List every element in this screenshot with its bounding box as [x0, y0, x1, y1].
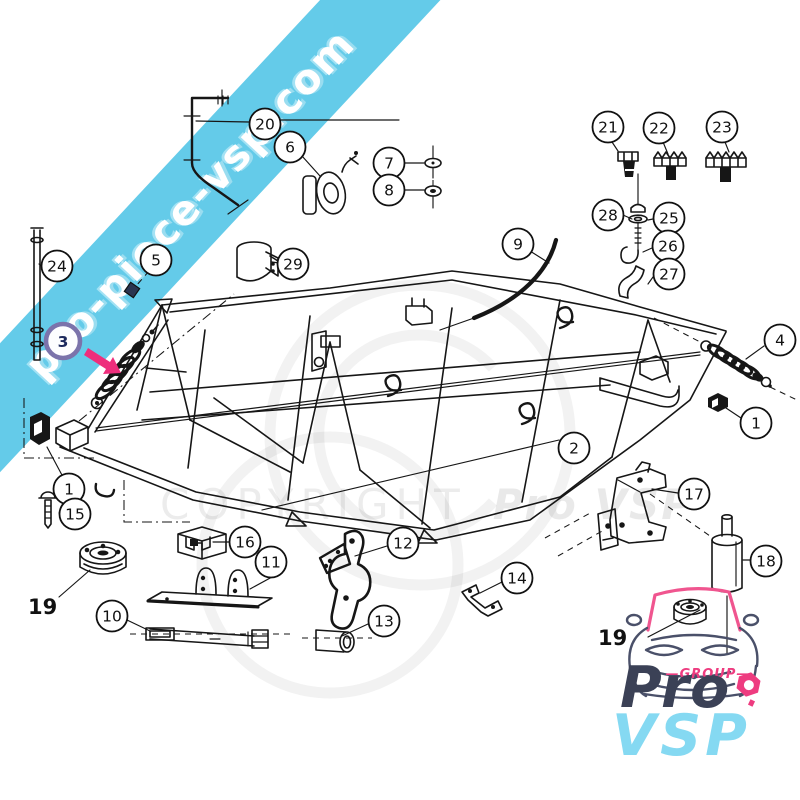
- svg-text:11: 11: [261, 554, 281, 572]
- part-23-drawing: [705, 151, 747, 182]
- part-29-drawing: [236, 241, 279, 282]
- part-15-drawing: [38, 491, 58, 529]
- callout-12: 12: [386, 526, 420, 560]
- part-24-drawing: [30, 227, 44, 361]
- callout-2: 2: [557, 431, 591, 465]
- callout-25: 25: [652, 201, 686, 235]
- svg-text:3: 3: [58, 333, 69, 351]
- part-22-drawing: [653, 151, 687, 180]
- part-17-drawing: [544, 461, 711, 557]
- part-5-drawing: [123, 281, 141, 299]
- part-20-drawing: [183, 89, 400, 215]
- svg-text:2: 2: [569, 440, 579, 458]
- part-13-drawing: [302, 629, 372, 653]
- svg-text:9: 9: [513, 236, 523, 254]
- chassis-frame-drawing: [55, 237, 727, 544]
- callout-20: 20: [248, 107, 282, 141]
- svg-text:12: 12: [393, 535, 413, 553]
- svg-text:15: 15: [65, 506, 85, 524]
- callout-23: 23: [705, 110, 739, 144]
- callout-11: 11: [254, 545, 288, 579]
- callout-6: 6: [273, 130, 307, 164]
- callout-1-right: 1: [739, 406, 773, 440]
- svg-text:26: 26: [658, 238, 678, 256]
- svg-text:13: 13: [374, 613, 394, 631]
- part-12-drawing: [318, 529, 372, 630]
- callout-26: 26: [651, 229, 685, 263]
- leader-lines: [38, 120, 765, 637]
- callout-24: 24: [40, 249, 74, 283]
- svg-text:27: 27: [659, 266, 679, 284]
- part-1-right-drawing: [708, 393, 728, 412]
- svg-text:5: 5: [151, 252, 161, 270]
- callout-13: 13: [367, 604, 401, 638]
- logo-group-text: —GROUP—: [665, 667, 751, 682]
- part-8-drawing: [424, 180, 442, 209]
- svg-text:10: 10: [102, 608, 122, 626]
- svg-text:1: 1: [751, 415, 761, 433]
- callout-16: 16: [228, 525, 262, 559]
- logo-pro-text: Pro: [620, 655, 731, 721]
- callout-28: 28: [591, 198, 625, 232]
- callout-15: 15: [58, 497, 92, 531]
- callout-5: 5: [139, 243, 173, 277]
- svg-text:28: 28: [598, 207, 618, 225]
- svg-text:4: 4: [775, 332, 785, 350]
- callout-10: 10: [95, 599, 129, 633]
- svg-text:29: 29: [283, 256, 303, 274]
- part-6-drawing: [302, 151, 359, 215]
- svg-text:1: 1: [64, 481, 74, 499]
- part-19-right-drawing: [647, 598, 707, 638]
- part-19-left-drawing: [79, 541, 127, 575]
- part-14-drawing: [461, 584, 503, 617]
- callout-18: 18: [749, 544, 783, 578]
- part-10-drawing: [130, 627, 292, 649]
- svg-text:23: 23: [712, 119, 732, 137]
- callout-22: 22: [642, 111, 676, 145]
- part-18-drawing: [711, 513, 743, 655]
- copyright-text: COPYRIGHT: [160, 480, 467, 529]
- label-19-right: 19: [598, 626, 627, 650]
- svg-text:14: 14: [507, 570, 527, 588]
- part-7-drawing: [424, 145, 442, 179]
- svg-text:8: 8: [384, 182, 394, 200]
- svg-text:17: 17: [684, 486, 704, 504]
- svg-text:6: 6: [285, 139, 295, 157]
- callout-21: 21: [591, 110, 625, 144]
- label-19-left: 19: [28, 595, 57, 619]
- callout-29: 29: [276, 247, 310, 281]
- part-28-25-26-27-drawing: [618, 173, 648, 299]
- callout-27: 27: [652, 257, 686, 291]
- part-3-drawing: [78, 293, 235, 422]
- callout-9: 9: [501, 227, 535, 261]
- svg-text:21: 21: [598, 119, 618, 137]
- callouts: 20 6 7 8 21 22 23 24 5 29 28 25 26 27 9 …: [40, 107, 797, 638]
- callout-17: 17: [677, 477, 711, 511]
- svg-text:7: 7: [384, 155, 394, 173]
- svg-text:18: 18: [756, 553, 776, 571]
- callout-14: 14: [500, 561, 534, 595]
- part-11-drawing: [146, 567, 273, 609]
- part-16-drawing: [177, 526, 227, 560]
- part-21-drawing: [617, 151, 639, 177]
- svg-text:24: 24: [47, 258, 67, 276]
- svg-text:25: 25: [659, 210, 679, 228]
- part-4-drawing: [653, 317, 798, 401]
- svg-text:16: 16: [235, 534, 255, 552]
- logo-vsp-text: VSP: [612, 703, 751, 769]
- hexagon-hole: [743, 679, 755, 691]
- callout-4: 4: [763, 323, 797, 357]
- part-1-left-drawing: [23, 398, 98, 459]
- callout-8: 8: [372, 173, 406, 207]
- svg-text:20: 20: [255, 116, 275, 134]
- highlight-arrow: [84, 348, 121, 374]
- callout-3-highlighted: 3: [43, 321, 83, 361]
- svg-text:22: 22: [649, 120, 669, 138]
